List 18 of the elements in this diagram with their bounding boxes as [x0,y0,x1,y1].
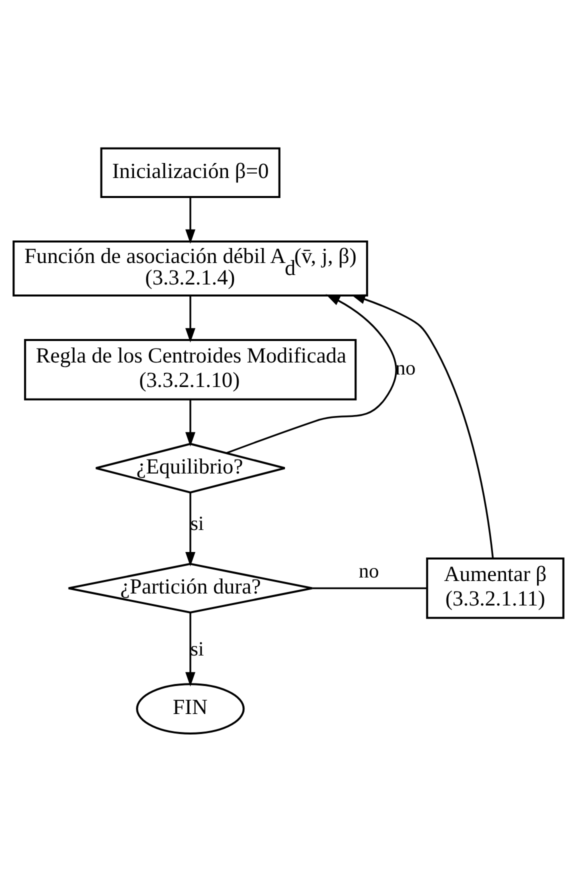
node-ellipse: FIN [136,682,245,734]
arrow [185,295,196,342]
node-diamond: ¿Partición dura? [68,562,314,614]
node-box: Regla de los Centroides Modificada (3.3.2.1.10) [24,338,357,400]
connector [312,586,427,589]
node-diamond: ¿Equilibrio? [94,442,286,493]
edge-label: si [190,512,204,535]
edge-label: si [190,638,204,660]
node-box: Aumentar β (3.3.2.1.11) [426,557,564,618]
edge-label: no [358,560,379,582]
arrow [185,399,196,446]
node-box: Inicialización β=0 [100,146,280,198]
edge-label: no [395,356,416,379]
arrow [350,294,494,558]
arrow [185,492,196,566]
arrow [226,294,397,454]
arrow [185,612,196,686]
arrow [185,196,196,244]
